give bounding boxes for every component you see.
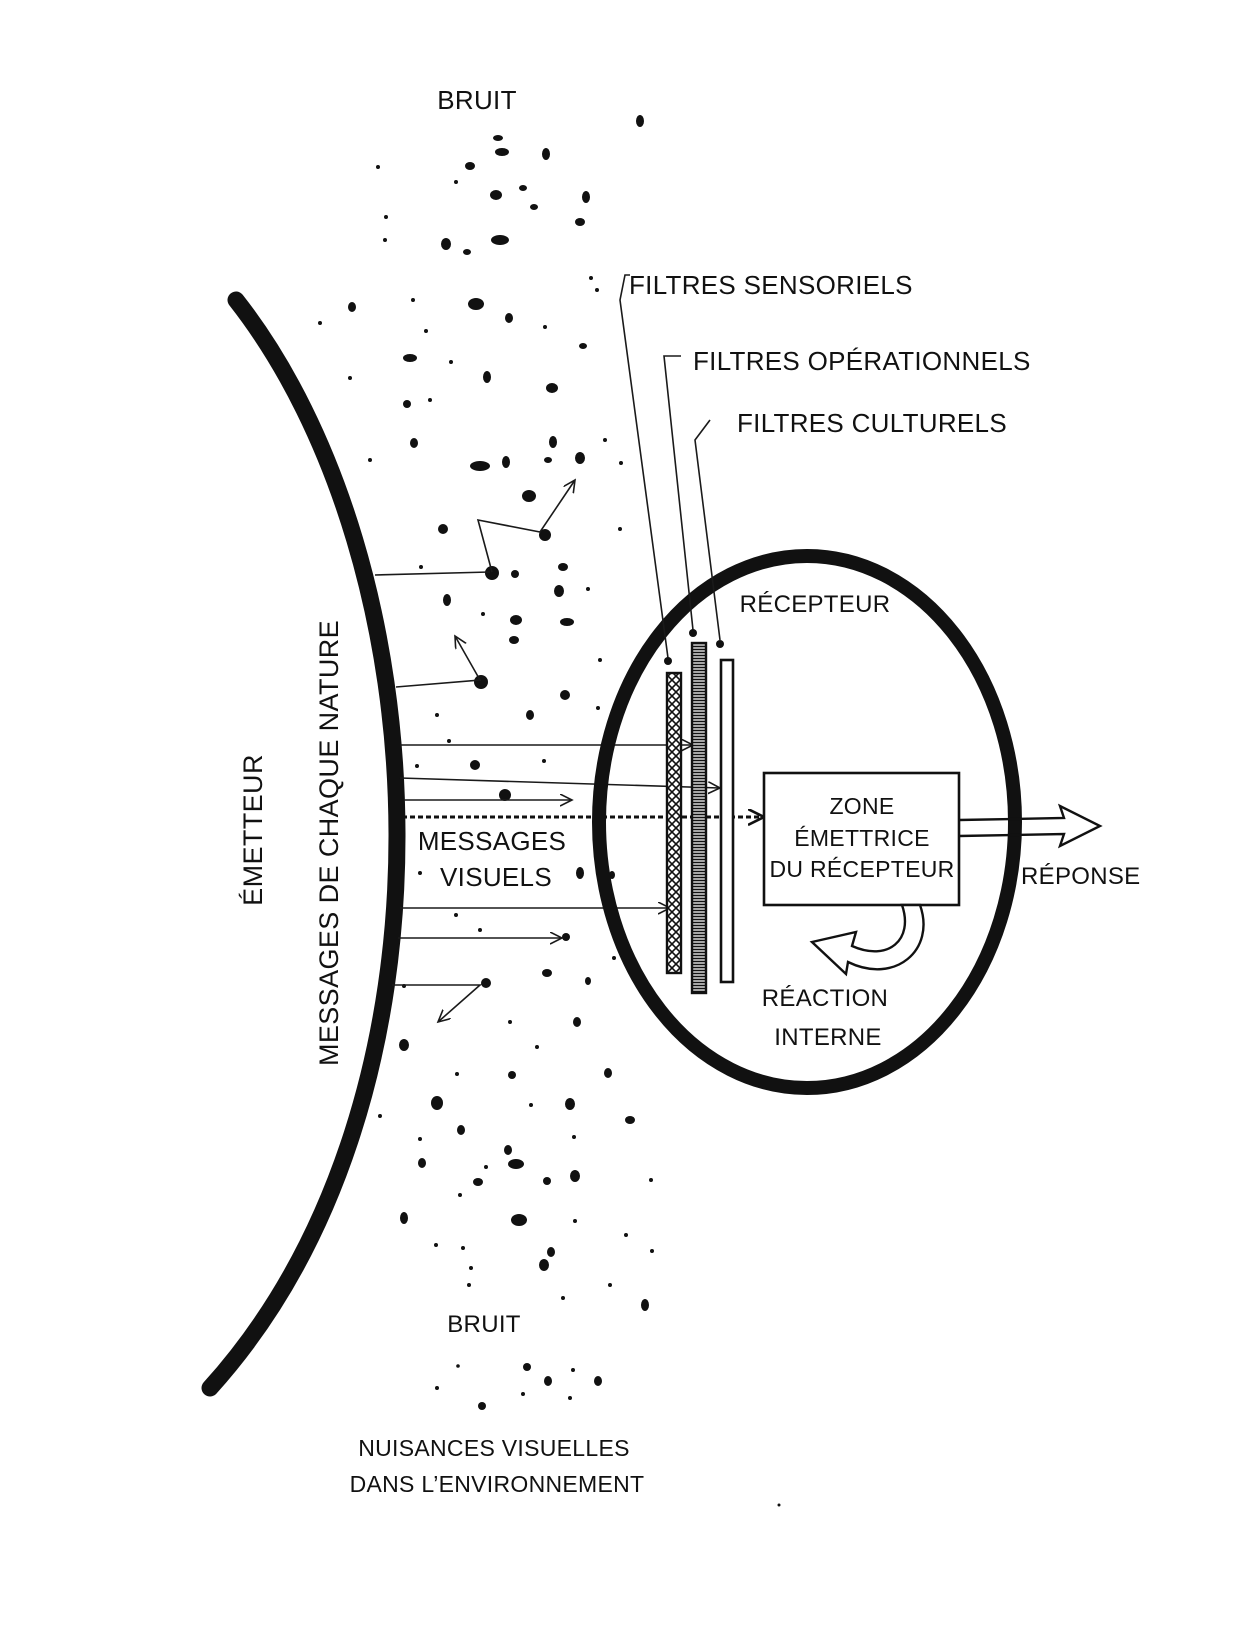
internal-reaction-label-line1: RÉACTION (762, 985, 888, 1012)
filter-sensory-bar (665, 671, 683, 975)
emitting-zone-box (762, 771, 961, 907)
emitting-zone-label-line1: ZONE (829, 793, 894, 819)
sender-label: ÉMETTEUR (238, 754, 268, 906)
emitting-zone-label-line2: ÉMETTRICE (794, 825, 930, 851)
filter-operational-bar (690, 641, 708, 995)
filters-sensory-label: FILTRES SENSORIELS (629, 270, 913, 300)
filter-leader-lines (619, 274, 724, 665)
response-label: RÉPONSE (1021, 863, 1140, 890)
filter-cultural-bar (719, 658, 735, 984)
pollution-label-line1: NUISANCES VISUELLES (358, 1435, 630, 1461)
noise-bottom-label: BRUIT (447, 1311, 521, 1338)
visual-messages-label-line2: VISUELS (440, 862, 552, 892)
filters-operational-label: FILTRES OPÉRATIONNELS (693, 346, 1031, 376)
response-arrow (958, 803, 1103, 849)
receiver-ellipse (592, 549, 1022, 1095)
receiver-label: RÉCEPTEUR (740, 591, 891, 618)
noise-particles (318, 115, 781, 1507)
sender-arc (201, 291, 406, 1397)
emitting-zone-label-line3: DU RÉCEPTEUR (769, 856, 954, 882)
visual-messages-label-line1: MESSAGES (418, 826, 566, 856)
filters-cultural-label: FILTRES CULTURELS (737, 408, 1007, 438)
messages-all-label: MESSAGES DE CHAQUE NATURE (314, 620, 344, 1066)
internal-reaction-arrow (809, 903, 925, 977)
pollution-label-line2: DANS L’ENVIRONNEMENT (350, 1471, 645, 1497)
internal-reaction-label-line2: INTERNE (774, 1024, 881, 1051)
deflected-messages (374, 480, 720, 1022)
noise-top-label: BRUIT (437, 85, 517, 115)
